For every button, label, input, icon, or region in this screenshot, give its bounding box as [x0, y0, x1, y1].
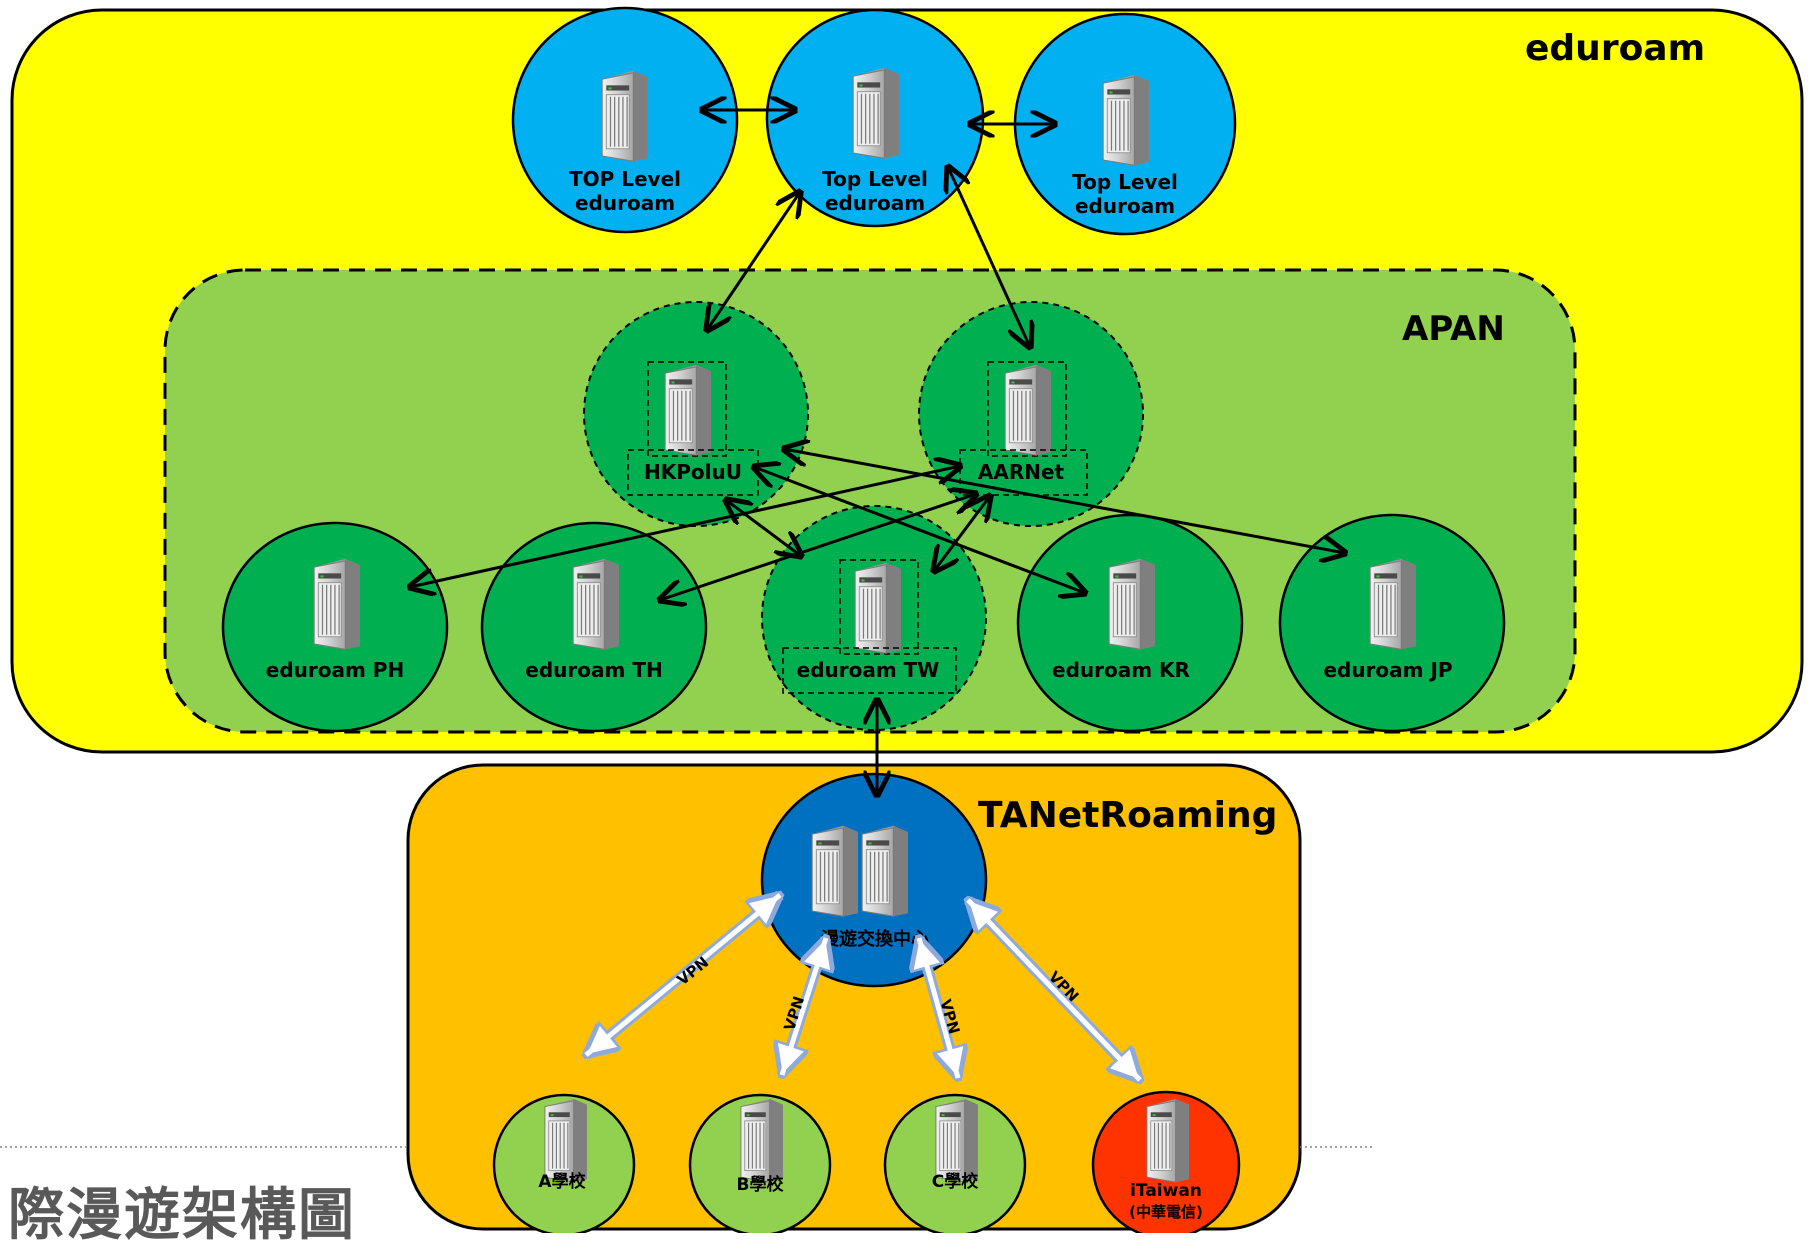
- vpn-arrow-c: [919, 938, 958, 1078]
- top-level-node-1-line1: TOP Level: [569, 167, 681, 191]
- school-b-label: B學校: [737, 1174, 785, 1195]
- roaming-hub-label: 漫遊交換中心: [821, 928, 929, 950]
- eduroam-jp-node: eduroam JP: [1278, 513, 1506, 733]
- eduroam-region-label: eduroam: [1525, 28, 1705, 69]
- top-level-node-2-line2: eduroam: [825, 191, 925, 215]
- eduroam-kr-node: eduroam KR: [1016, 513, 1244, 733]
- school-c-node: C學校: [883, 1093, 1027, 1233]
- page-title: 際漫遊架構圖: [8, 1183, 356, 1248]
- arrow-top2-aarnet: [948, 167, 1030, 347]
- connection-arrows: [410, 110, 1345, 795]
- tanet-region: [406, 763, 1302, 1231]
- hkpolyu-node: HKPoluU: [583, 301, 809, 527]
- eduroam-tw-label: eduroam TW: [797, 658, 940, 682]
- top-level-node-2-line1: Top Level: [822, 167, 928, 191]
- itaiwan-label-1: iTaiwan: [1130, 1181, 1202, 1201]
- itaiwan-node: iTaiwan (中華電信): [1091, 1090, 1241, 1233]
- top-level-node-1: TOP Level eduroam: [511, 6, 739, 234]
- eduroam-tw-node: eduroam TW: [761, 505, 987, 731]
- school-a-node: A學校: [492, 1093, 636, 1233]
- top-level-node-3-line1: Top Level: [1072, 170, 1178, 194]
- eduroam-kr-label: eduroam KR: [1052, 658, 1190, 682]
- itaiwan-label-2: (中華電信): [1129, 1203, 1203, 1221]
- vpn-arrow-itaiwan: [968, 900, 1140, 1080]
- tanet-region-label: TANetRoaming: [978, 795, 1277, 836]
- eduroam-ph-node: eduroam PH: [221, 521, 449, 733]
- eduroam-ph-label: eduroam PH: [266, 658, 404, 682]
- school-b-node: B學校: [688, 1093, 832, 1233]
- eduroam-jp-label: eduroam JP: [1323, 658, 1452, 682]
- arrow-aarnet-th: [660, 494, 976, 600]
- roaming-hub-node: 漫遊交換中心: [760, 772, 988, 988]
- vpn-arrows: [586, 895, 1140, 1080]
- apan-region-label: APAN: [1402, 309, 1505, 349]
- top-level-node-1-line2: eduroam: [575, 191, 675, 215]
- eduroam-th-node: eduroam TH: [480, 521, 708, 733]
- vpn-arrow-b: [782, 938, 826, 1075]
- top-level-node-3: Top Level eduroam: [1013, 12, 1237, 236]
- school-c-label: C學校: [932, 1171, 979, 1192]
- vpn-arrow-a: [586, 895, 780, 1055]
- aarnet-label: AARNet: [978, 460, 1065, 484]
- arrow-top2-hkpolyu: [707, 192, 800, 330]
- school-a-label: A學校: [538, 1171, 586, 1192]
- top-level-node-3-line2: eduroam: [1075, 194, 1175, 218]
- aarnet-node: AARNet: [918, 301, 1144, 527]
- hkpolyu-label: HKPoluU: [644, 460, 742, 484]
- arrow-aarnet-tw: [934, 496, 990, 571]
- eduroam-th-label: eduroam TH: [525, 658, 662, 682]
- top-level-node-2: Top Level eduroam: [765, 8, 985, 228]
